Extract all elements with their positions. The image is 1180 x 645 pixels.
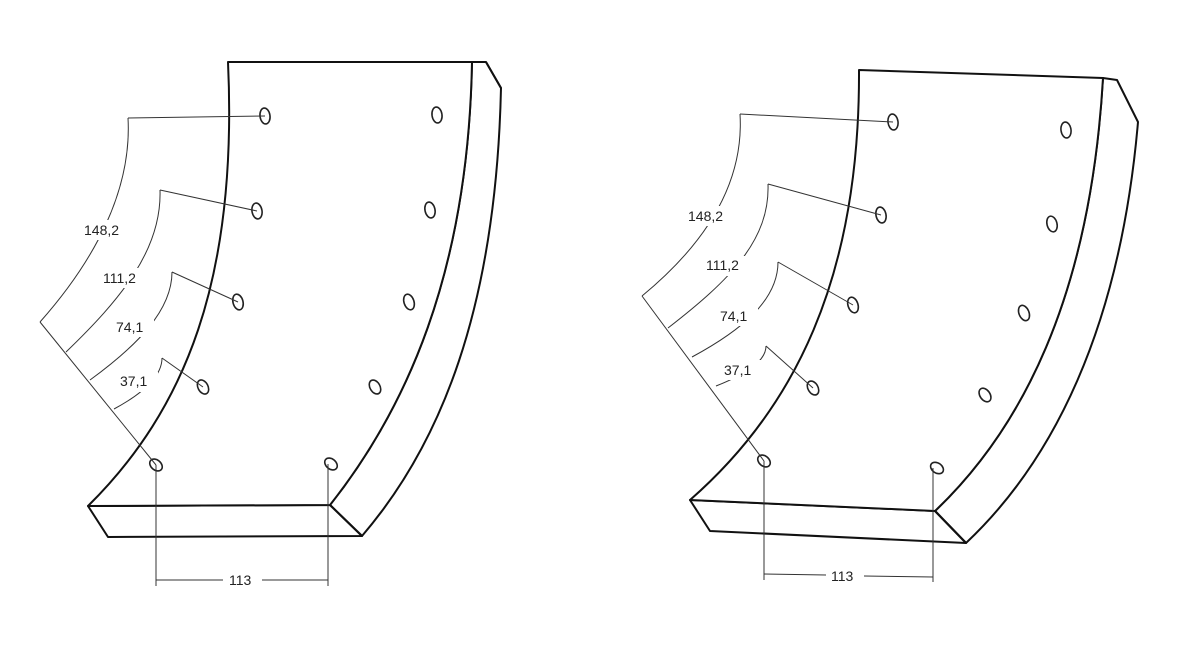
- left-hole-r3: [402, 293, 416, 311]
- left-top-bevel: [485, 61, 502, 89]
- right-hole-r2: [1045, 215, 1059, 233]
- right-hole-r3: [1017, 304, 1031, 322]
- left-hole-r1: [431, 106, 443, 124]
- left-dim-148: 148,2: [84, 222, 119, 238]
- left-corner-edge: [329, 504, 363, 537]
- right-dim-37: 37,1: [724, 362, 751, 378]
- right-hole-r1: [1060, 121, 1072, 139]
- right-hole-r4: [978, 387, 992, 403]
- left-dim-111: 111,2: [103, 270, 136, 286]
- right-corner-edge: [934, 510, 967, 544]
- left-view: 148,2 111,2 74,1 37,1 113: [39, 61, 502, 588]
- right-dim-111: 111,2: [706, 257, 739, 273]
- left-hole-r4: [368, 379, 382, 395]
- right-view: 148,2 111,2 74,1 37,1 113: [641, 69, 1139, 584]
- left-hole-r2: [424, 201, 436, 219]
- right-dim-74: 74,1: [720, 308, 747, 324]
- left-bottom-face: [87, 504, 363, 538]
- right-dim-113: 113: [831, 568, 854, 584]
- left-dim-74: 74,1: [116, 319, 143, 335]
- left-dim-37: 37,1: [120, 373, 147, 389]
- left-dim-113: 113: [229, 572, 252, 588]
- right-hole-r5: [929, 461, 945, 475]
- right-dim-148: 148,2: [688, 208, 723, 224]
- left-front-face: [87, 61, 473, 507]
